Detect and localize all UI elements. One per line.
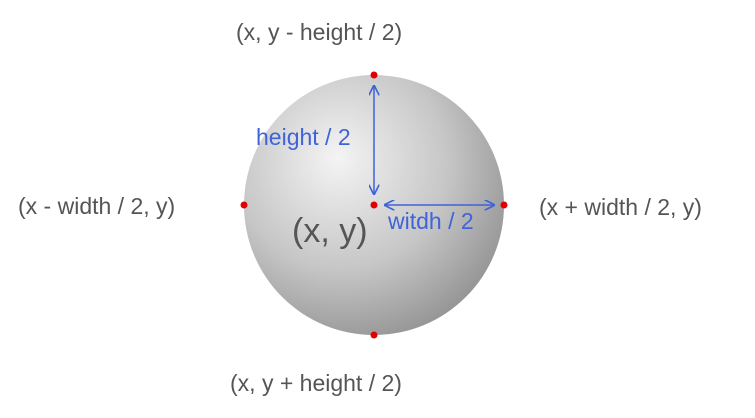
left-point-label: (x - width / 2, y) — [18, 193, 176, 219]
right-point-label: (x + width / 2, y) — [539, 194, 702, 220]
point-top — [370, 71, 378, 79]
point-bottom — [370, 331, 378, 339]
bottom-point-label: (x, y + height / 2) — [230, 370, 402, 396]
point-right — [500, 201, 508, 209]
height-dimension-label: height / 2 — [256, 124, 351, 150]
point-left — [240, 201, 248, 209]
top-point-label: (x, y - height / 2) — [236, 19, 403, 45]
width-dimension-label: witdh / 2 — [388, 208, 474, 234]
center-point-label: (x, y) — [292, 212, 368, 250]
point-center — [370, 201, 378, 209]
